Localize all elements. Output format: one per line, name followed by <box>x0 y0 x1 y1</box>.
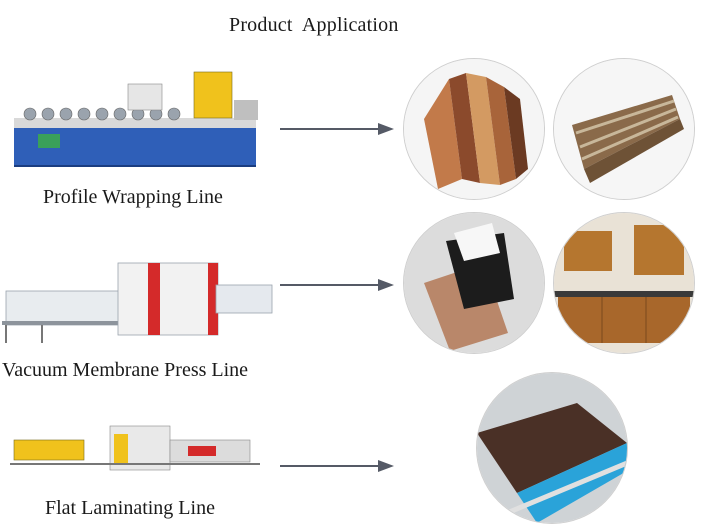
flat-laminating-line-label: Flat Laminating Line <box>45 497 215 519</box>
laminated-board-conveyor-image <box>476 372 628 524</box>
profile-wrapping-line-label: Profile Wrapping Line <box>43 186 223 208</box>
profile-wrapping-machine-image <box>14 71 258 167</box>
laminated-panel-samples-image <box>403 212 545 354</box>
arrow-right-icon <box>280 279 394 291</box>
wood-profile-samples-image <box>403 58 545 200</box>
arrow-right-icon <box>280 460 394 472</box>
wrapped-skirting-profiles-image <box>553 58 695 200</box>
vacuum-membrane-press-machine-image <box>2 262 273 343</box>
flat-laminating-machine-image <box>10 425 260 471</box>
vacuum-membrane-press-line-label: Vacuum Membrane Press Line <box>2 359 249 381</box>
page-title: Product Application <box>229 14 399 36</box>
arrow-right-icon <box>280 123 394 135</box>
kitchen-cabinets-image <box>553 212 695 354</box>
